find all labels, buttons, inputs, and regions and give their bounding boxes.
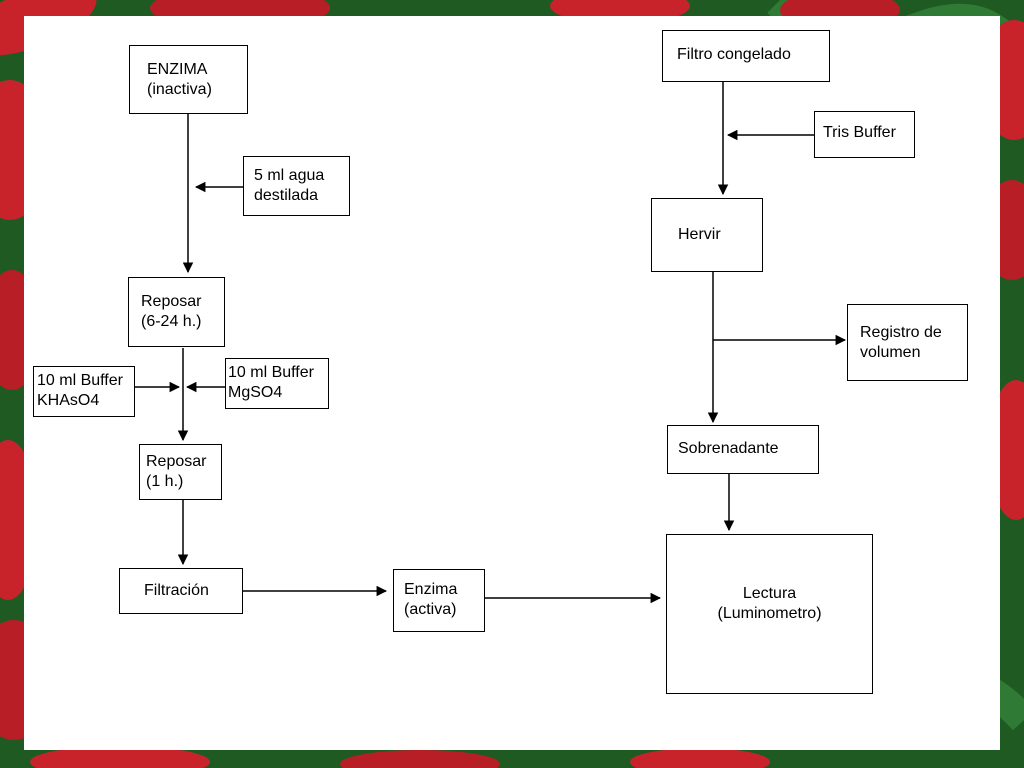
node-hervir: Hervir	[651, 198, 763, 272]
node-enzima-inactiva: ENZIMA (inactiva)	[129, 45, 248, 114]
node-lectura: Lectura (Luminometro)	[666, 534, 873, 694]
node-agua-destilada: 5 ml agua destilada	[243, 156, 350, 216]
node-enzima-activa: Enzima (activa)	[393, 569, 485, 632]
node-sobrenadante: Sobrenadante	[667, 425, 819, 474]
node-reposar-1h: Reposar (1 h.)	[139, 444, 222, 500]
node-filtro-congelado: Filtro congelado	[662, 30, 830, 82]
node-buffer-mgso4: 10 ml Buffer MgSO4	[225, 358, 329, 409]
node-reposar-6-24: Reposar (6-24 h.)	[128, 277, 225, 347]
node-filtracion: Filtración	[119, 568, 243, 614]
node-tris-buffer: Tris Buffer	[814, 111, 915, 158]
node-buffer-khaso4: 10 ml Buffer KHAsO4	[33, 366, 135, 417]
node-registro-volumen: Registro de volumen	[847, 304, 968, 381]
